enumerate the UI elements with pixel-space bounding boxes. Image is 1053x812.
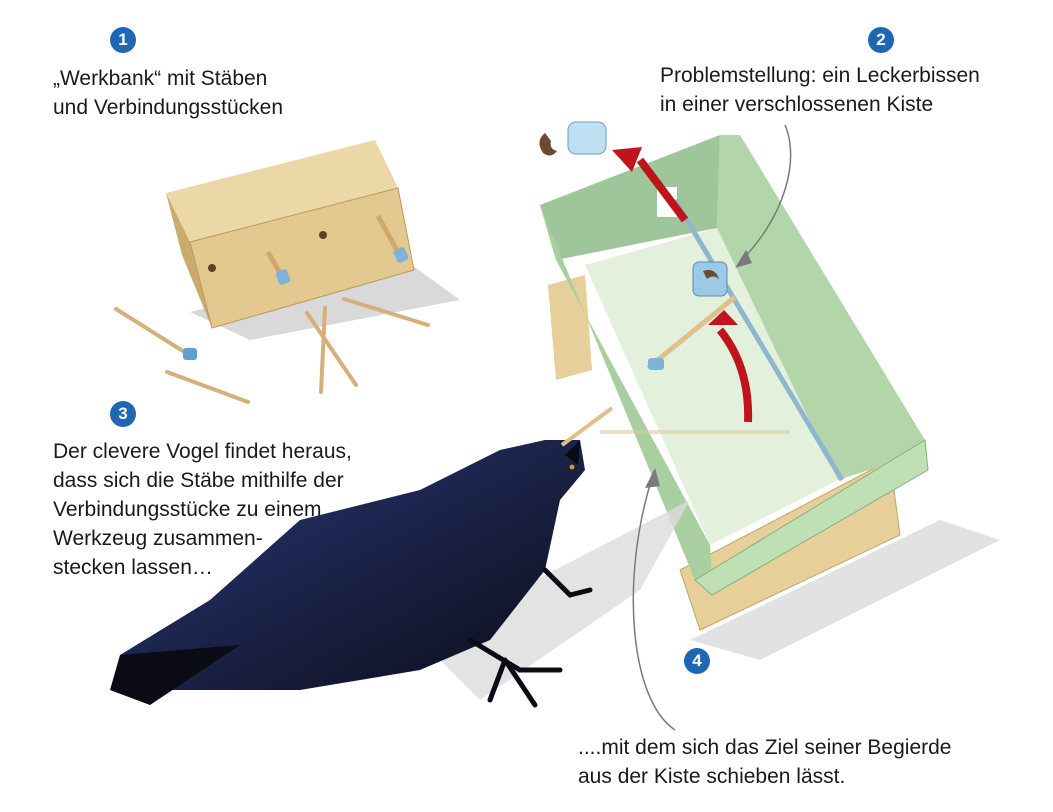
step-badge-4: 4 xyxy=(684,648,710,674)
workbench-hole xyxy=(319,231,327,239)
leader-line-4 xyxy=(632,477,676,731)
box-base-back xyxy=(548,275,592,380)
loose-stick xyxy=(342,297,430,327)
connector-piece xyxy=(648,358,664,370)
box-left-wall xyxy=(540,205,712,580)
box-right-wall xyxy=(717,135,925,480)
push-arrow xyxy=(716,327,753,423)
raven-legs xyxy=(467,637,563,708)
rail-rod xyxy=(672,198,845,482)
raven-front-leg xyxy=(542,567,593,598)
loose-stick xyxy=(319,306,327,394)
step-4-caption: ....mit dem sich das Ziel seiner Begierd… xyxy=(578,736,952,788)
raven-beak xyxy=(565,440,580,465)
problem-box xyxy=(539,121,1000,660)
raven-tail xyxy=(110,645,240,705)
treat-holder-out xyxy=(567,121,607,155)
box-shadow xyxy=(690,520,1000,660)
workbench xyxy=(166,140,460,340)
leader-arrowhead-4 xyxy=(645,468,660,488)
workbench-top xyxy=(166,140,398,242)
connector-piece xyxy=(275,269,291,285)
inserted-stick xyxy=(646,295,737,370)
box-front-wall xyxy=(694,439,929,596)
box-floor xyxy=(585,228,838,545)
raven-illustration xyxy=(110,406,690,708)
step-badge-2: 2 xyxy=(868,27,894,53)
connector-piece xyxy=(393,247,409,263)
exit-arrow xyxy=(636,157,689,223)
raven-body xyxy=(120,440,585,690)
exit-arrowhead xyxy=(612,147,642,172)
loose-stick xyxy=(165,370,250,404)
step-badge-3: 3 xyxy=(110,401,136,427)
beak-stick xyxy=(560,406,614,447)
step-badge-1: 1 xyxy=(110,27,136,53)
leader-line-2 xyxy=(741,124,792,261)
box-back-wall xyxy=(540,135,720,260)
treat-icon xyxy=(703,270,719,279)
raven-eye xyxy=(569,464,575,470)
workbench-stick xyxy=(375,214,401,254)
step-1-caption: „Werkbank“ mit Stäben und Verbindungsstü… xyxy=(53,67,284,119)
push-arrowhead xyxy=(708,310,738,325)
workbench-front xyxy=(189,187,415,329)
step-3-caption: Der clevere Vogel findet heraus, dass si… xyxy=(53,440,352,579)
treat-out-icon xyxy=(539,133,557,156)
workbench-side xyxy=(166,193,212,328)
workbench-shadow xyxy=(190,260,460,340)
treat-holder xyxy=(692,261,728,297)
leader-arrowhead-2 xyxy=(735,250,752,268)
workbench-hole xyxy=(208,264,216,272)
connector-piece xyxy=(183,348,197,360)
loose-stick xyxy=(114,307,188,355)
loose-stick xyxy=(305,311,358,387)
loose-sticks xyxy=(114,297,430,404)
step-2-caption: Problemstellung: ein Leckerbissen in ein… xyxy=(660,64,980,116)
